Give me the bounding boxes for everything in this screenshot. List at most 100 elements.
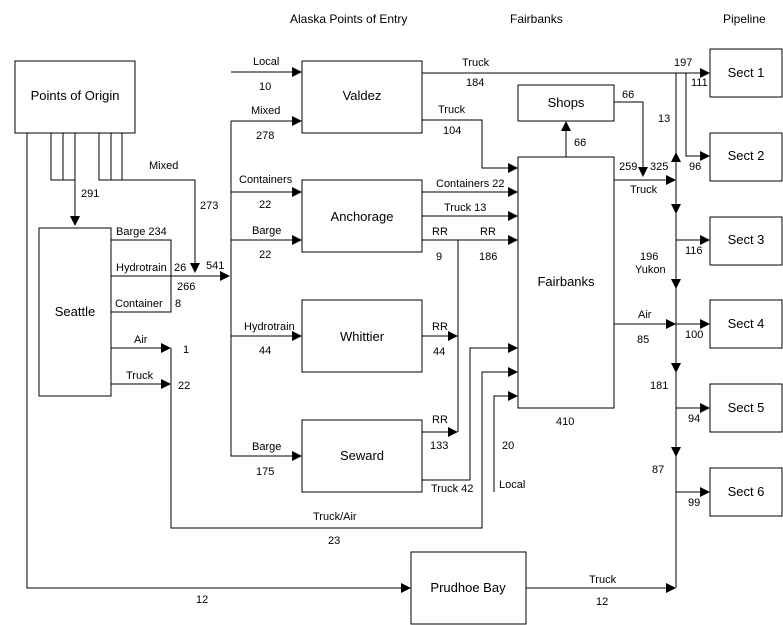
label-seattle-truck: Truck bbox=[126, 370, 154, 382]
arrow-right-sect1 bbox=[700, 68, 710, 78]
node-whittier[interactable]: Whittier bbox=[301, 299, 423, 373]
node-seward[interactable]: Seward bbox=[301, 419, 423, 493]
node-seattle[interactable]: Seattle bbox=[38, 227, 112, 397]
arrow-right-trunk bbox=[220, 271, 230, 281]
entry-trunk-line bbox=[230, 121, 296, 457]
label-origin-mixed: Mixed bbox=[149, 160, 178, 172]
node-seward-label: Seward bbox=[340, 448, 384, 463]
arrow-down-pipe-1 bbox=[671, 204, 681, 214]
node-sect3[interactable]: Sect 3 bbox=[709, 216, 783, 266]
label-trunk-qty: 541 bbox=[206, 260, 224, 272]
node-prudhoe[interactable]: Prudhoe Bay bbox=[410, 551, 527, 625]
label-seattle-container: Container bbox=[115, 298, 163, 310]
node-prudhoe-label: Prudhoe Bay bbox=[430, 580, 506, 595]
label-seattle-container-qty: 8 bbox=[175, 298, 181, 310]
arrow-up-pipe bbox=[671, 152, 681, 162]
label-anch-rr-a-qty: 9 bbox=[436, 251, 442, 263]
label-whittier-hydrotrain: Hydrotrain bbox=[244, 321, 295, 333]
label-yukon: Yukon bbox=[635, 264, 666, 276]
arrow-right-seward-rr bbox=[448, 427, 458, 437]
label-whittier-hydrotrain-qty: 44 bbox=[259, 345, 271, 357]
label-anch-rr-b-qty: 186 bbox=[479, 251, 497, 263]
arrow-down-shops-out bbox=[638, 167, 648, 177]
label-fbk-air-qty: 85 bbox=[637, 334, 649, 346]
arrow-down-mixed bbox=[190, 263, 200, 273]
node-sect1[interactable]: Sect 1 bbox=[709, 48, 783, 98]
node-sect6[interactable]: Sect 6 bbox=[709, 467, 783, 517]
arrow-right-anch-containers bbox=[292, 187, 302, 197]
node-shops[interactable]: Shops bbox=[517, 84, 615, 122]
label-seward-barge-qty: 175 bbox=[256, 466, 274, 478]
label-sect2-qty: 96 bbox=[689, 161, 701, 173]
node-sect2[interactable]: Sect 2 bbox=[709, 132, 783, 182]
label-shops-out-qty: 66 bbox=[622, 89, 634, 101]
label-seattle-combined-qty: 266 bbox=[177, 281, 195, 293]
arrow-right-sect4 bbox=[700, 319, 710, 329]
node-sect5[interactable]: Sect 5 bbox=[709, 383, 783, 433]
arrow-right-sect5 bbox=[700, 403, 710, 413]
arrow-right-fbk-3 bbox=[508, 211, 518, 221]
node-anchorage[interactable]: Anchorage bbox=[301, 179, 423, 253]
label-whittier-rr-qty: 44 bbox=[433, 346, 445, 358]
label-truck-air-qty: 23 bbox=[328, 535, 340, 547]
node-fairbanks[interactable]: Fairbanks bbox=[517, 156, 615, 409]
label-fbk-truck: Truck bbox=[630, 184, 658, 196]
label-origin-seattle-qty: 291 bbox=[81, 188, 99, 200]
arrow-right-whittier bbox=[292, 331, 302, 341]
label-local-fbk-qty: 20 bbox=[502, 440, 514, 452]
label-fbk-out-qty: 410 bbox=[556, 416, 574, 428]
header-entry: Alaska Points of Entry bbox=[290, 12, 407, 26]
arrow-up-shops bbox=[561, 121, 571, 131]
label-seattle-hydrotrain-qty: 26 bbox=[174, 262, 186, 274]
label-anch-truck-out: Truck 13 bbox=[444, 202, 486, 214]
label-anch-containers-in: Containers bbox=[239, 174, 293, 186]
arrow-right-fbk-4 bbox=[508, 235, 518, 245]
node-whittier-label: Whittier bbox=[340, 329, 385, 344]
label-seattle-barge: Barge 234 bbox=[116, 226, 167, 238]
arrow-right-prudhoe-in bbox=[401, 583, 411, 593]
arrow-right-seward bbox=[292, 451, 302, 461]
node-sect2-label: Sect 2 bbox=[728, 148, 765, 163]
arrow-right-valdez-local bbox=[292, 67, 302, 77]
arrow-right-fbk-truck bbox=[666, 175, 676, 185]
label-valdez-truck-pipe: Truck bbox=[462, 57, 490, 69]
label-anch-rr-a: RR bbox=[432, 226, 448, 238]
label-seattle-air-qty: 1 bbox=[183, 344, 189, 356]
label-low-qty: 87 bbox=[652, 464, 664, 476]
label-truck-total-qty: 325 bbox=[650, 161, 668, 173]
arrowheads bbox=[70, 67, 710, 593]
flow-lines bbox=[26, 71, 702, 589]
label-anch-barge-in: Barge bbox=[252, 225, 281, 237]
label-seward-rr-qty: 133 bbox=[430, 440, 448, 452]
arrow-down-pipe-4 bbox=[671, 447, 681, 457]
arrow-right-fbk-7 bbox=[508, 391, 518, 401]
origin-mixed-line-a bbox=[98, 133, 196, 269]
origin-prudhoe-line bbox=[26, 133, 405, 589]
node-sect4-label: Sect 4 bbox=[728, 316, 765, 331]
label-anch-containers-out: Containers 22 bbox=[436, 178, 505, 190]
arrow-right-fbk-6 bbox=[508, 367, 518, 377]
label-valdez-truck-fbk: Truck bbox=[438, 104, 466, 116]
label-anch-barge-in-qty: 22 bbox=[259, 249, 271, 261]
node-origin-label: Points of Origin bbox=[31, 88, 120, 103]
label-seward-barge: Barge bbox=[252, 441, 281, 453]
label-seward-rr: RR bbox=[432, 414, 448, 426]
label-anch-containers-in-qty: 22 bbox=[259, 199, 271, 211]
arrow-right-sect2 bbox=[700, 151, 710, 161]
arrow-right-fbk-2 bbox=[508, 187, 518, 197]
label-seattle-air: Air bbox=[134, 334, 148, 346]
node-shops-label: Shops bbox=[548, 95, 585, 110]
label-pipe-up-qty: 13 bbox=[658, 113, 670, 125]
arrow-right-air bbox=[161, 343, 171, 353]
label-prudhoe-truck-qty: 12 bbox=[596, 596, 608, 608]
label-valdez-mixed-qty: 278 bbox=[256, 130, 274, 142]
header-fairbanks: Fairbanks bbox=[510, 12, 563, 26]
label-seward-truck: Truck 42 bbox=[431, 483, 473, 495]
node-valdez[interactable]: Valdez bbox=[301, 60, 423, 134]
node-origin[interactable]: Points of Origin bbox=[14, 60, 136, 134]
arrow-right-valdez-mixed bbox=[292, 116, 302, 126]
label-sect5-qty: 94 bbox=[688, 413, 700, 425]
node-sect4[interactable]: Sect 4 bbox=[709, 299, 783, 349]
label-truck-air: Truck/Air bbox=[313, 511, 357, 523]
